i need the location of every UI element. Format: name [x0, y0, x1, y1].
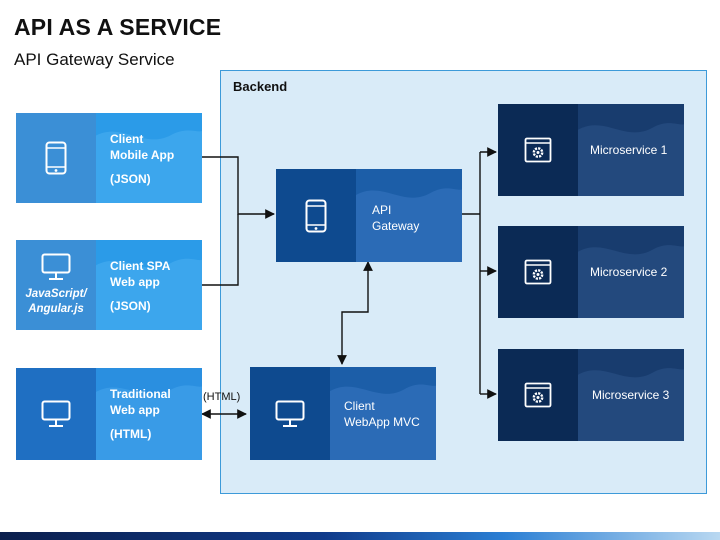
client-spa-label-line1: Client SPA — [110, 259, 171, 273]
client-mobile-app-format: (JSON) — [110, 172, 151, 186]
footer-accent-bar — [0, 532, 720, 540]
client-mobile-app-label-line1: Client — [110, 132, 144, 146]
client-traditional-label-line2: Web app — [110, 403, 160, 417]
gear-window-icon — [524, 137, 552, 163]
connector-gateway-to-mvc — [337, 261, 373, 365]
client-mobile-app-node: Client Mobile App (JSON) — [16, 113, 202, 203]
client-webapp-mvc-label-line2: WebApp MVC — [344, 415, 420, 429]
page-subtitle: API Gateway Service — [14, 50, 175, 69]
microservice-1-node: Microservice 1 — [498, 104, 684, 196]
monitor-icon — [41, 253, 71, 280]
gear-window-icon — [524, 382, 552, 408]
api-gateway-node: API Gateway — [276, 169, 462, 262]
microservice-2-node: Microservice 2 — [498, 226, 684, 318]
api-gateway-label-line1: API — [372, 203, 392, 217]
microservice-1-label: Microservice 1 — [590, 143, 668, 157]
mobile-phone-icon — [305, 199, 327, 232]
microservice-2-label: Microservice 2 — [590, 265, 668, 279]
client-spa-node: JavaScript/ Angular.js Client SPA Web ap… — [16, 240, 202, 330]
client-webapp-mvc-label-line1: Client — [344, 399, 375, 413]
client-traditional-label-line1: Traditional — [110, 387, 171, 401]
monitor-icon — [275, 400, 305, 427]
microservice-3-label: Microservice 3 — [592, 388, 670, 402]
client-mobile-app-label-line2: Mobile App — [110, 148, 175, 162]
client-spa-label-line2: Web app — [110, 275, 160, 289]
connector-spa-to-gateway — [202, 214, 239, 286]
gear-window-icon — [524, 259, 552, 285]
client-spa-tech-line1: JavaScript/ — [25, 288, 87, 300]
monitor-icon — [41, 400, 71, 427]
client-spa-format: (JSON) — [110, 299, 151, 313]
connector-to-microservice-1 — [479, 152, 496, 394]
connector-mobile-to-gateway — [202, 156, 275, 219]
client-traditional-node: Traditional Web app (HTML) — [16, 368, 202, 460]
microservice-3-node: Microservice 3 — [498, 349, 684, 441]
api-gateway-label-line2: Gateway — [372, 219, 420, 233]
html-connector-label: (HTML) — [203, 391, 241, 403]
page-title: API AS A SERVICE — [14, 14, 222, 40]
client-webapp-mvc-node: Client WebApp MVC — [250, 367, 436, 460]
backend-label: Backend — [233, 79, 288, 94]
mobile-phone-icon — [45, 141, 67, 175]
client-spa-tech-line2: Angular.js — [28, 303, 84, 315]
client-traditional-format: (HTML) — [110, 427, 152, 441]
